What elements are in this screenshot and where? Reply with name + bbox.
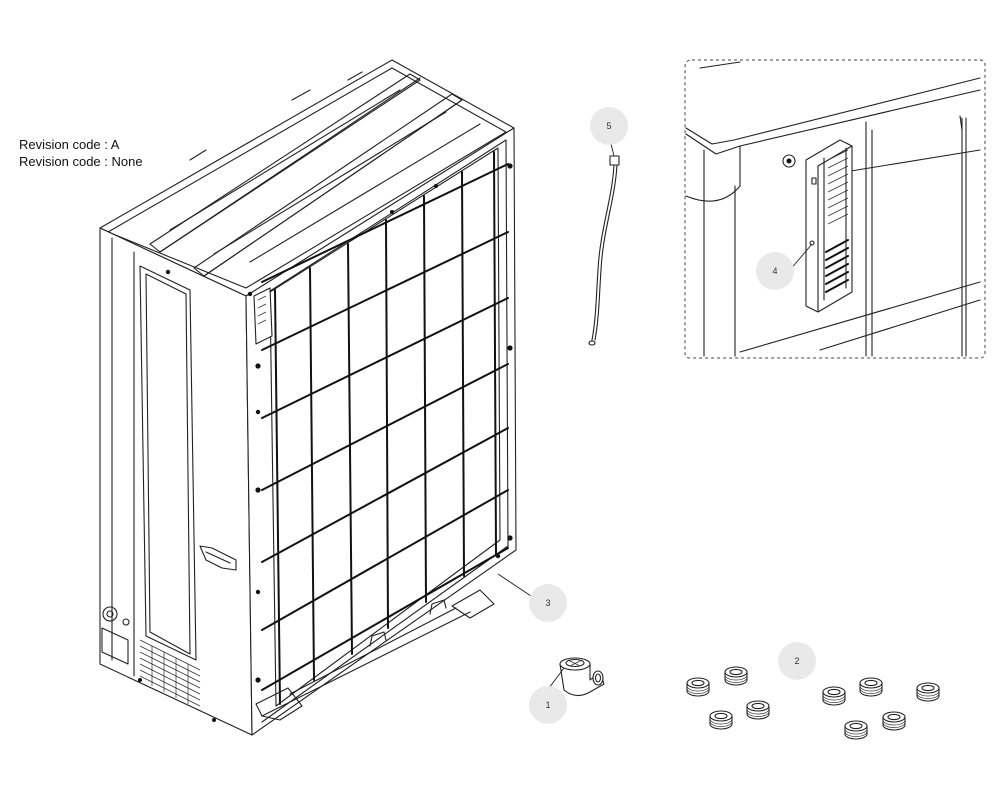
callout-2: 2 <box>778 642 816 680</box>
leader-3 <box>497 573 535 599</box>
callout-4-label: 4 <box>772 266 777 276</box>
drain-cap <box>822 686 846 706</box>
callout-2-label: 2 <box>794 656 799 666</box>
part-1-drain-elbow <box>559 657 605 697</box>
drain-cap <box>724 666 748 686</box>
callout-5: 5 <box>590 107 628 145</box>
revision-code-a: Revision code : A <box>19 137 120 152</box>
drain-cap <box>746 700 770 720</box>
inset-detail-box <box>684 59 986 359</box>
callout-3: 3 <box>529 584 567 622</box>
callout-1-label: 1 <box>545 700 550 710</box>
drain-cap <box>686 677 710 697</box>
drain-cap <box>709 710 733 730</box>
revision-code-none: Revision code : None <box>19 154 143 169</box>
callout-4: 4 <box>756 252 794 290</box>
side-louvres <box>139 639 201 707</box>
fixing-points <box>138 163 513 722</box>
drain-cap <box>859 677 883 697</box>
wire-guard-grid <box>261 151 509 705</box>
outdoor-unit <box>99 59 517 736</box>
drain-cap <box>844 720 868 740</box>
callout-1: 1 <box>529 686 567 724</box>
drain-cap <box>916 682 940 702</box>
callout-3-label: 3 <box>545 598 550 608</box>
part-5-sensor-cable <box>588 155 620 346</box>
drain-cap <box>882 711 906 731</box>
leader-4 <box>789 243 813 271</box>
callout-5-label: 5 <box>606 121 611 131</box>
part-2-drain-caps <box>686 666 940 740</box>
